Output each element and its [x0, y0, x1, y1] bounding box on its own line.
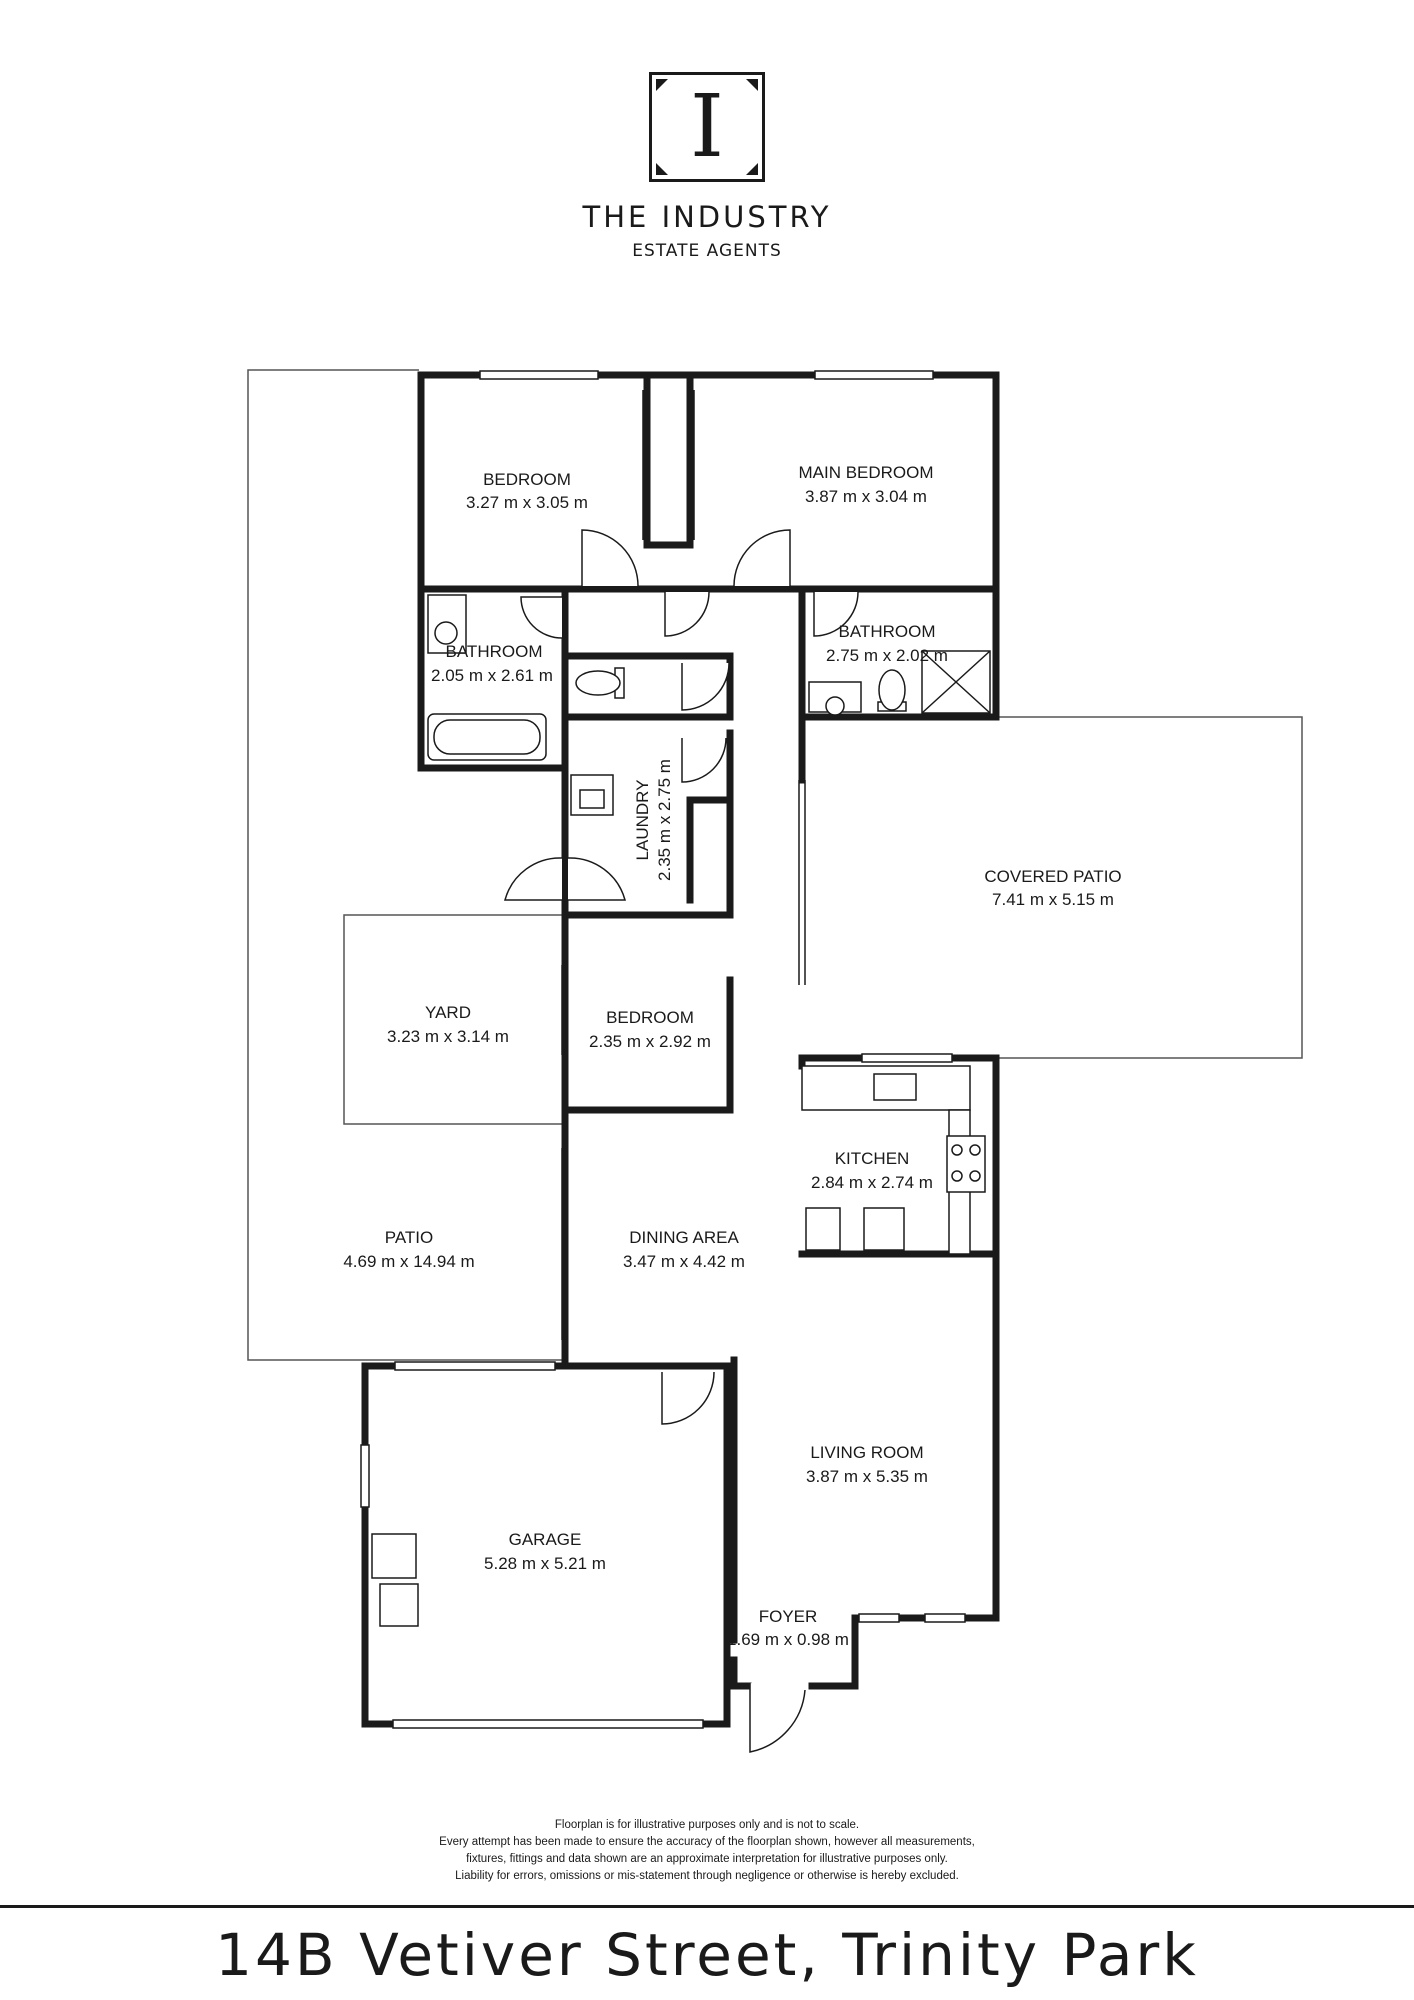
garage-shelf — [371, 1533, 417, 1579]
doors — [504, 529, 859, 1753]
property-address: 14B Vetiver Street, Trinity Park — [215, 1921, 1199, 1989]
door-swing — [504, 857, 563, 901]
logo-corner-ornament — [746, 163, 758, 175]
disclaimer-line: Floorplan is for illustrative purposes o… — [554, 1819, 860, 1831]
room-name: PATIO — [385, 1228, 434, 1247]
agency-logo: I THE INDUSTRY ESTATE AGENTS — [0, 0, 1414, 280]
logo-corner-ornament — [656, 79, 668, 91]
room-size: 4.69 m x 14.94 m — [343, 1252, 474, 1271]
logo-corner-ornament — [656, 163, 668, 175]
toilet-bowl — [575, 670, 621, 696]
room-size: 2.35 m x 2.92 m — [589, 1032, 711, 1051]
door-swing — [581, 529, 639, 587]
window — [858, 1613, 900, 1623]
room-name: BEDROOM — [483, 470, 571, 489]
disclaimer-line: Every attempt has been made to ensure th… — [439, 1836, 975, 1848]
room-name: MAIN BEDROOM — [798, 463, 933, 482]
basin — [825, 696, 845, 716]
patio-outline — [247, 369, 562, 1361]
window — [479, 370, 599, 380]
yard-outline — [343, 914, 562, 1125]
disclaimer: Floorplan is for illustrative purposes o… — [0, 1817, 1414, 1885]
room-name: BEDROOM — [606, 1008, 694, 1027]
room-size: 2.05 m x 2.61 m — [431, 666, 553, 685]
room-size: 3.47 m x 4.42 m — [623, 1252, 745, 1271]
window — [392, 1719, 704, 1729]
logo-emblem: I — [649, 72, 765, 182]
room-size: 2.84 m x 2.74 m — [811, 1173, 933, 1192]
room-name: GARAGE — [509, 1530, 582, 1549]
agency-name: THE INDUSTRY — [582, 200, 832, 234]
door-swing — [733, 529, 791, 587]
window — [861, 1053, 953, 1063]
disclaimer-line: fixtures, fittings and data shown are an… — [466, 1853, 948, 1865]
door-swing — [567, 857, 626, 901]
room-name: FOYER — [759, 1607, 818, 1626]
logo-corner-ornament — [746, 79, 758, 91]
room-name: BATHROOM — [839, 622, 936, 641]
fridge — [805, 1207, 841, 1251]
door-swing — [813, 591, 859, 637]
room-size: 2.75 m x 2.02 m — [826, 646, 948, 665]
door-swing — [681, 662, 730, 711]
fixtures — [371, 594, 991, 1627]
toilet-bowl — [878, 669, 906, 711]
door-swing — [661, 1371, 715, 1425]
bathtub-basin — [433, 719, 541, 755]
footer-divider — [0, 1905, 1414, 1908]
room-name: LIVING ROOM — [810, 1443, 923, 1462]
room-size: 7.41 m x 5.15 m — [992, 890, 1114, 909]
room-name: BATHROOM — [446, 642, 543, 661]
sliding-doors — [561, 390, 806, 1340]
room-name: LAUNDRY — [633, 780, 652, 861]
cooktop — [946, 1135, 986, 1193]
covered-patio-outline — [806, 716, 1303, 1059]
window — [924, 1613, 966, 1623]
door-swing — [520, 596, 563, 639]
room-name: KITCHEN — [835, 1149, 910, 1168]
windows — [360, 370, 966, 1729]
door-swing — [681, 737, 727, 783]
shower-diagonal — [921, 650, 991, 714]
burner — [969, 1170, 981, 1182]
window — [394, 1361, 556, 1371]
disclaimer-line: Liability for errors, omissions or mis-s… — [455, 1870, 959, 1882]
agency-tagline: ESTATE AGENTS — [632, 241, 782, 261]
room-size: 3.87 m x 3.04 m — [805, 487, 927, 506]
room-size: 5.28 m x 5.21 m — [484, 1554, 606, 1573]
room-name: DINING AREA — [629, 1228, 739, 1247]
dishwasher — [863, 1207, 905, 1251]
burner — [969, 1144, 981, 1156]
room-name: COVERED PATIO — [984, 867, 1121, 886]
burner — [951, 1170, 963, 1182]
room-size: 3.23 m x 3.14 m — [387, 1027, 509, 1046]
window — [814, 370, 934, 380]
room-size: 3.27 m x 3.05 m — [466, 493, 588, 512]
door-swing — [664, 591, 710, 637]
room-name: YARD — [425, 1003, 471, 1022]
floor-plan: BEDROOM 3.27 m x 3.05 m MAIN BEDROOM 3.8… — [247, 369, 1303, 1753]
room-labels: BEDROOM 3.27 m x 3.05 m MAIN BEDROOM 3.8… — [343, 463, 1121, 1649]
logo-letter: I — [690, 77, 724, 177]
basin — [434, 621, 458, 645]
door-swing — [749, 1683, 806, 1753]
laundry-sink — [579, 789, 605, 809]
kitchen-sink — [873, 1073, 917, 1101]
room-size: 3.87 m x 5.35 m — [806, 1467, 928, 1486]
outdoor-areas — [247, 369, 1303, 1361]
room-size: 2.35 m x 2.75 m — [655, 759, 674, 881]
room-size: 1.69 m x 0.98 m — [727, 1630, 849, 1649]
window — [360, 1444, 370, 1508]
garage-shelf — [379, 1583, 419, 1627]
burner — [951, 1144, 963, 1156]
